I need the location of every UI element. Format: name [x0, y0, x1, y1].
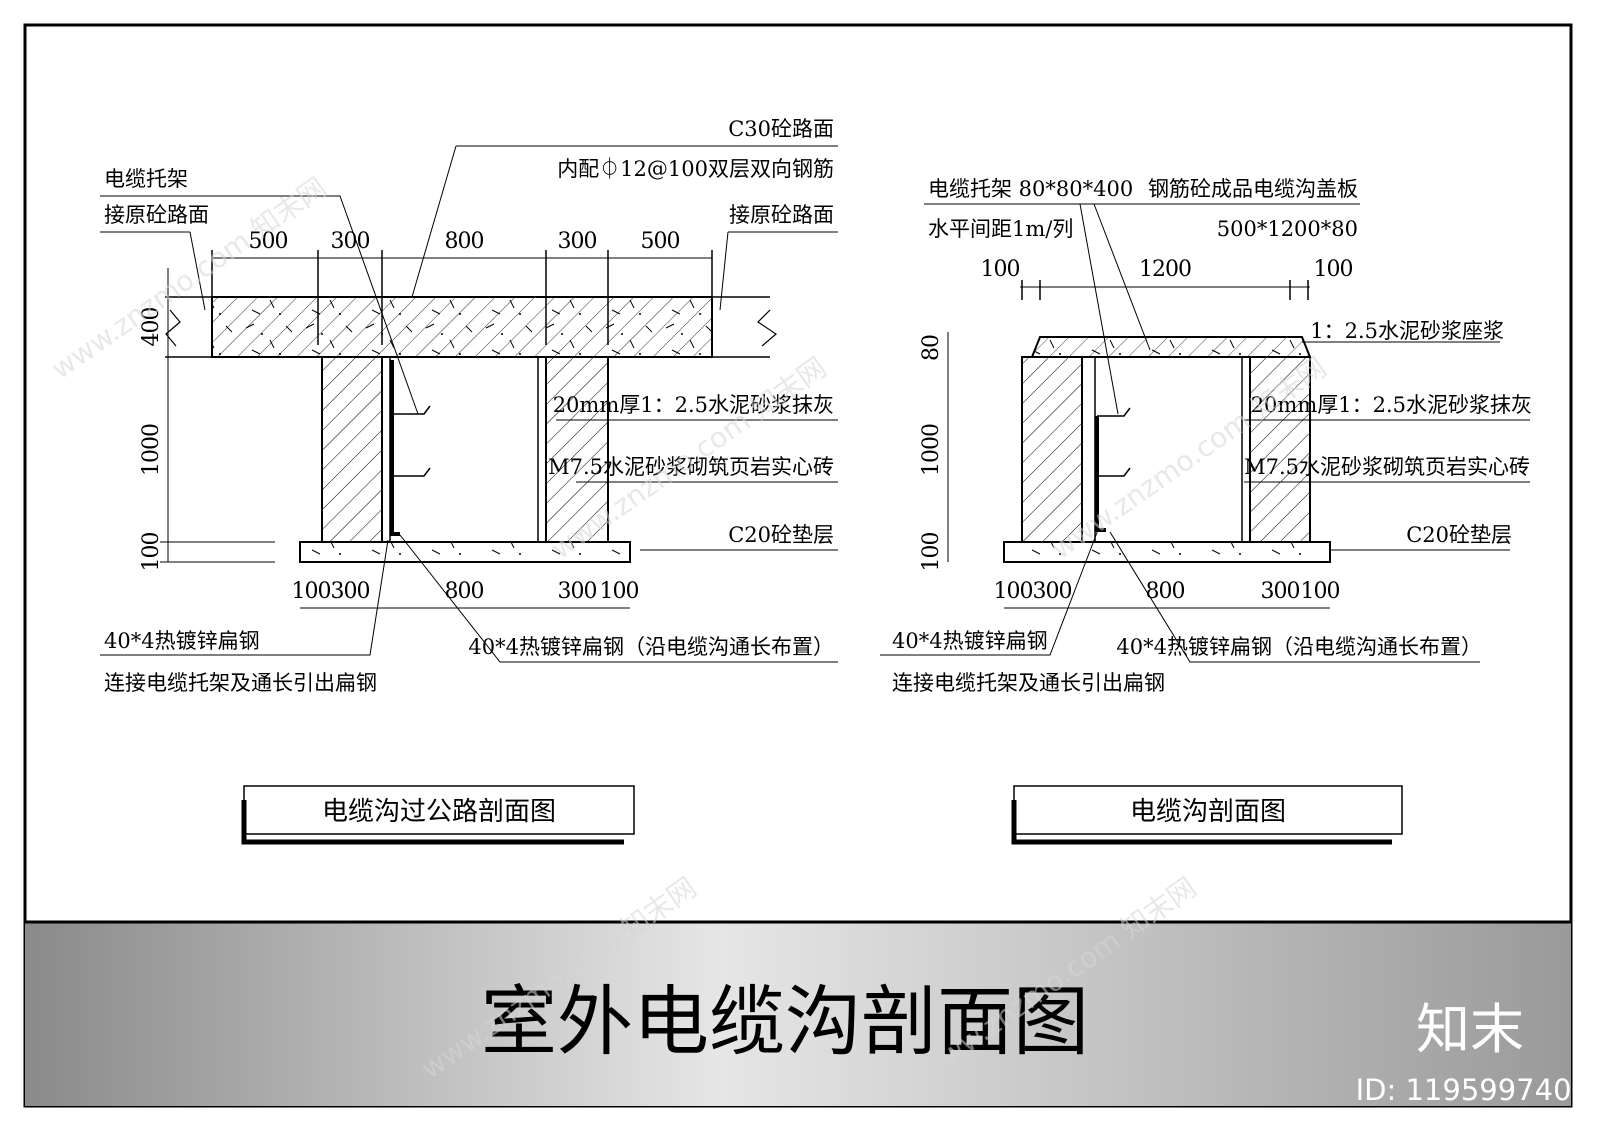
left-label-tray: 电缆托架	[104, 167, 188, 191]
left-dim-v-1: 400	[139, 308, 164, 347]
left-c20-base	[299, 541, 631, 563]
left-dim-bot-5: 100	[600, 579, 639, 604]
left-dim-top-1: 500	[249, 229, 288, 254]
title-band	[25, 922, 1571, 1106]
right-label-cover: 钢筋砼成品电缆沟盖板	[1148, 177, 1358, 201]
right-label-cover-size: 500*1200*80	[1217, 217, 1358, 241]
right-caption-box	[1013, 785, 1403, 835]
right-section: 100 1200 100 80 1000 100 100 300 800 300…	[880, 177, 1532, 845]
left-wall-right	[545, 356, 609, 543]
right-dim-v-2: 1000	[919, 424, 944, 476]
right-dim-bot-3: 800	[1146, 579, 1185, 604]
left-caption-box	[243, 785, 635, 835]
right-wall-left	[1021, 356, 1083, 543]
right-dim-top-3: 100	[1314, 257, 1353, 282]
left-label-brick: M7.5水泥砂浆砌筑页岩实心砖	[548, 455, 834, 479]
right-dim-bot-2: 300	[1033, 579, 1072, 604]
right-c20-base	[1003, 541, 1331, 563]
left-dim-top-5: 500	[641, 229, 680, 254]
right-dim-top-1: 100	[981, 257, 1020, 282]
left-dim-v-2: 1000	[139, 424, 164, 476]
right-dim-v-1: 80	[919, 335, 944, 361]
left-dim-bot-2: 300	[331, 579, 370, 604]
left-caption: 电缆沟过公路剖面图	[322, 797, 556, 827]
left-dim-top-4: 300	[558, 229, 597, 254]
left-section: 500 300 800 300 500 400 1000 100 100 300…	[100, 117, 838, 845]
right-dim-v-3: 100	[919, 533, 944, 572]
right-dim-bot-1: 100	[994, 579, 1033, 604]
left-label-flat-steel-2: 40*4热镀锌扁钢（沿电缆沟通长布置）	[468, 635, 834, 659]
right-label-plaster: 20mm厚1：2.5水泥砂浆抹灰	[1251, 393, 1532, 417]
left-dim-bot-3: 800	[445, 579, 484, 604]
right-label-flat-steel-2: 40*4热镀锌扁钢（沿电缆沟通长布置）	[1116, 635, 1482, 659]
left-label-flat-steel-1b: 连接电缆托架及通长引出扁钢	[104, 671, 377, 695]
left-label-c20: C20砼垫层	[728, 523, 834, 547]
left-label-join-left: 接原砼路面	[104, 203, 209, 227]
right-caption: 电缆沟剖面图	[1130, 797, 1286, 827]
left-wall-left	[321, 356, 383, 543]
right-dim-bot-4: 300	[1261, 579, 1300, 604]
left-label-c30: C30砼路面	[728, 117, 834, 141]
left-label-flat-steel-1: 40*4热镀锌扁钢	[104, 629, 260, 653]
left-label-plaster: 20mm厚1：2.5水泥砂浆抹灰	[553, 393, 834, 417]
right-dim-top-2: 1200	[1139, 257, 1191, 282]
left-label-join-right: 接原砼路面	[729, 203, 834, 227]
image-id: ID: 1195997402	[1356, 1073, 1590, 1107]
left-dim-bot-4: 300	[558, 579, 597, 604]
left-dim-bot-1: 100	[292, 579, 331, 604]
left-dim-v-3: 100	[139, 533, 164, 572]
left-dim-top-2: 300	[331, 229, 370, 254]
right-label-spacing: 水平间距1m/列	[928, 217, 1073, 241]
brand-logo-text: 知末	[1416, 998, 1524, 1061]
right-dim-bot-5: 100	[1301, 579, 1340, 604]
right-label-c20: C20砼垫层	[1406, 523, 1512, 547]
right-label-flat-steel-1: 40*4热镀锌扁钢	[892, 629, 1048, 653]
right-wall-right	[1249, 356, 1311, 543]
sheet-title: 室外电缆沟剖面图	[481, 977, 1089, 1066]
left-dim-top-3: 800	[445, 229, 484, 254]
left-label-rebar: 内配⏀12@100双层双向钢筋	[557, 157, 834, 181]
right-label-brick: M7.5水泥砂浆砌筑页岩实心砖	[1244, 455, 1530, 479]
right-label-flat-steel-1b: 连接电缆托架及通长引出扁钢	[892, 671, 1165, 695]
right-label-mortar: 1：2.5水泥砂浆座浆	[1310, 319, 1504, 343]
right-label-tray: 电缆托架 80*80*400	[928, 177, 1133, 201]
